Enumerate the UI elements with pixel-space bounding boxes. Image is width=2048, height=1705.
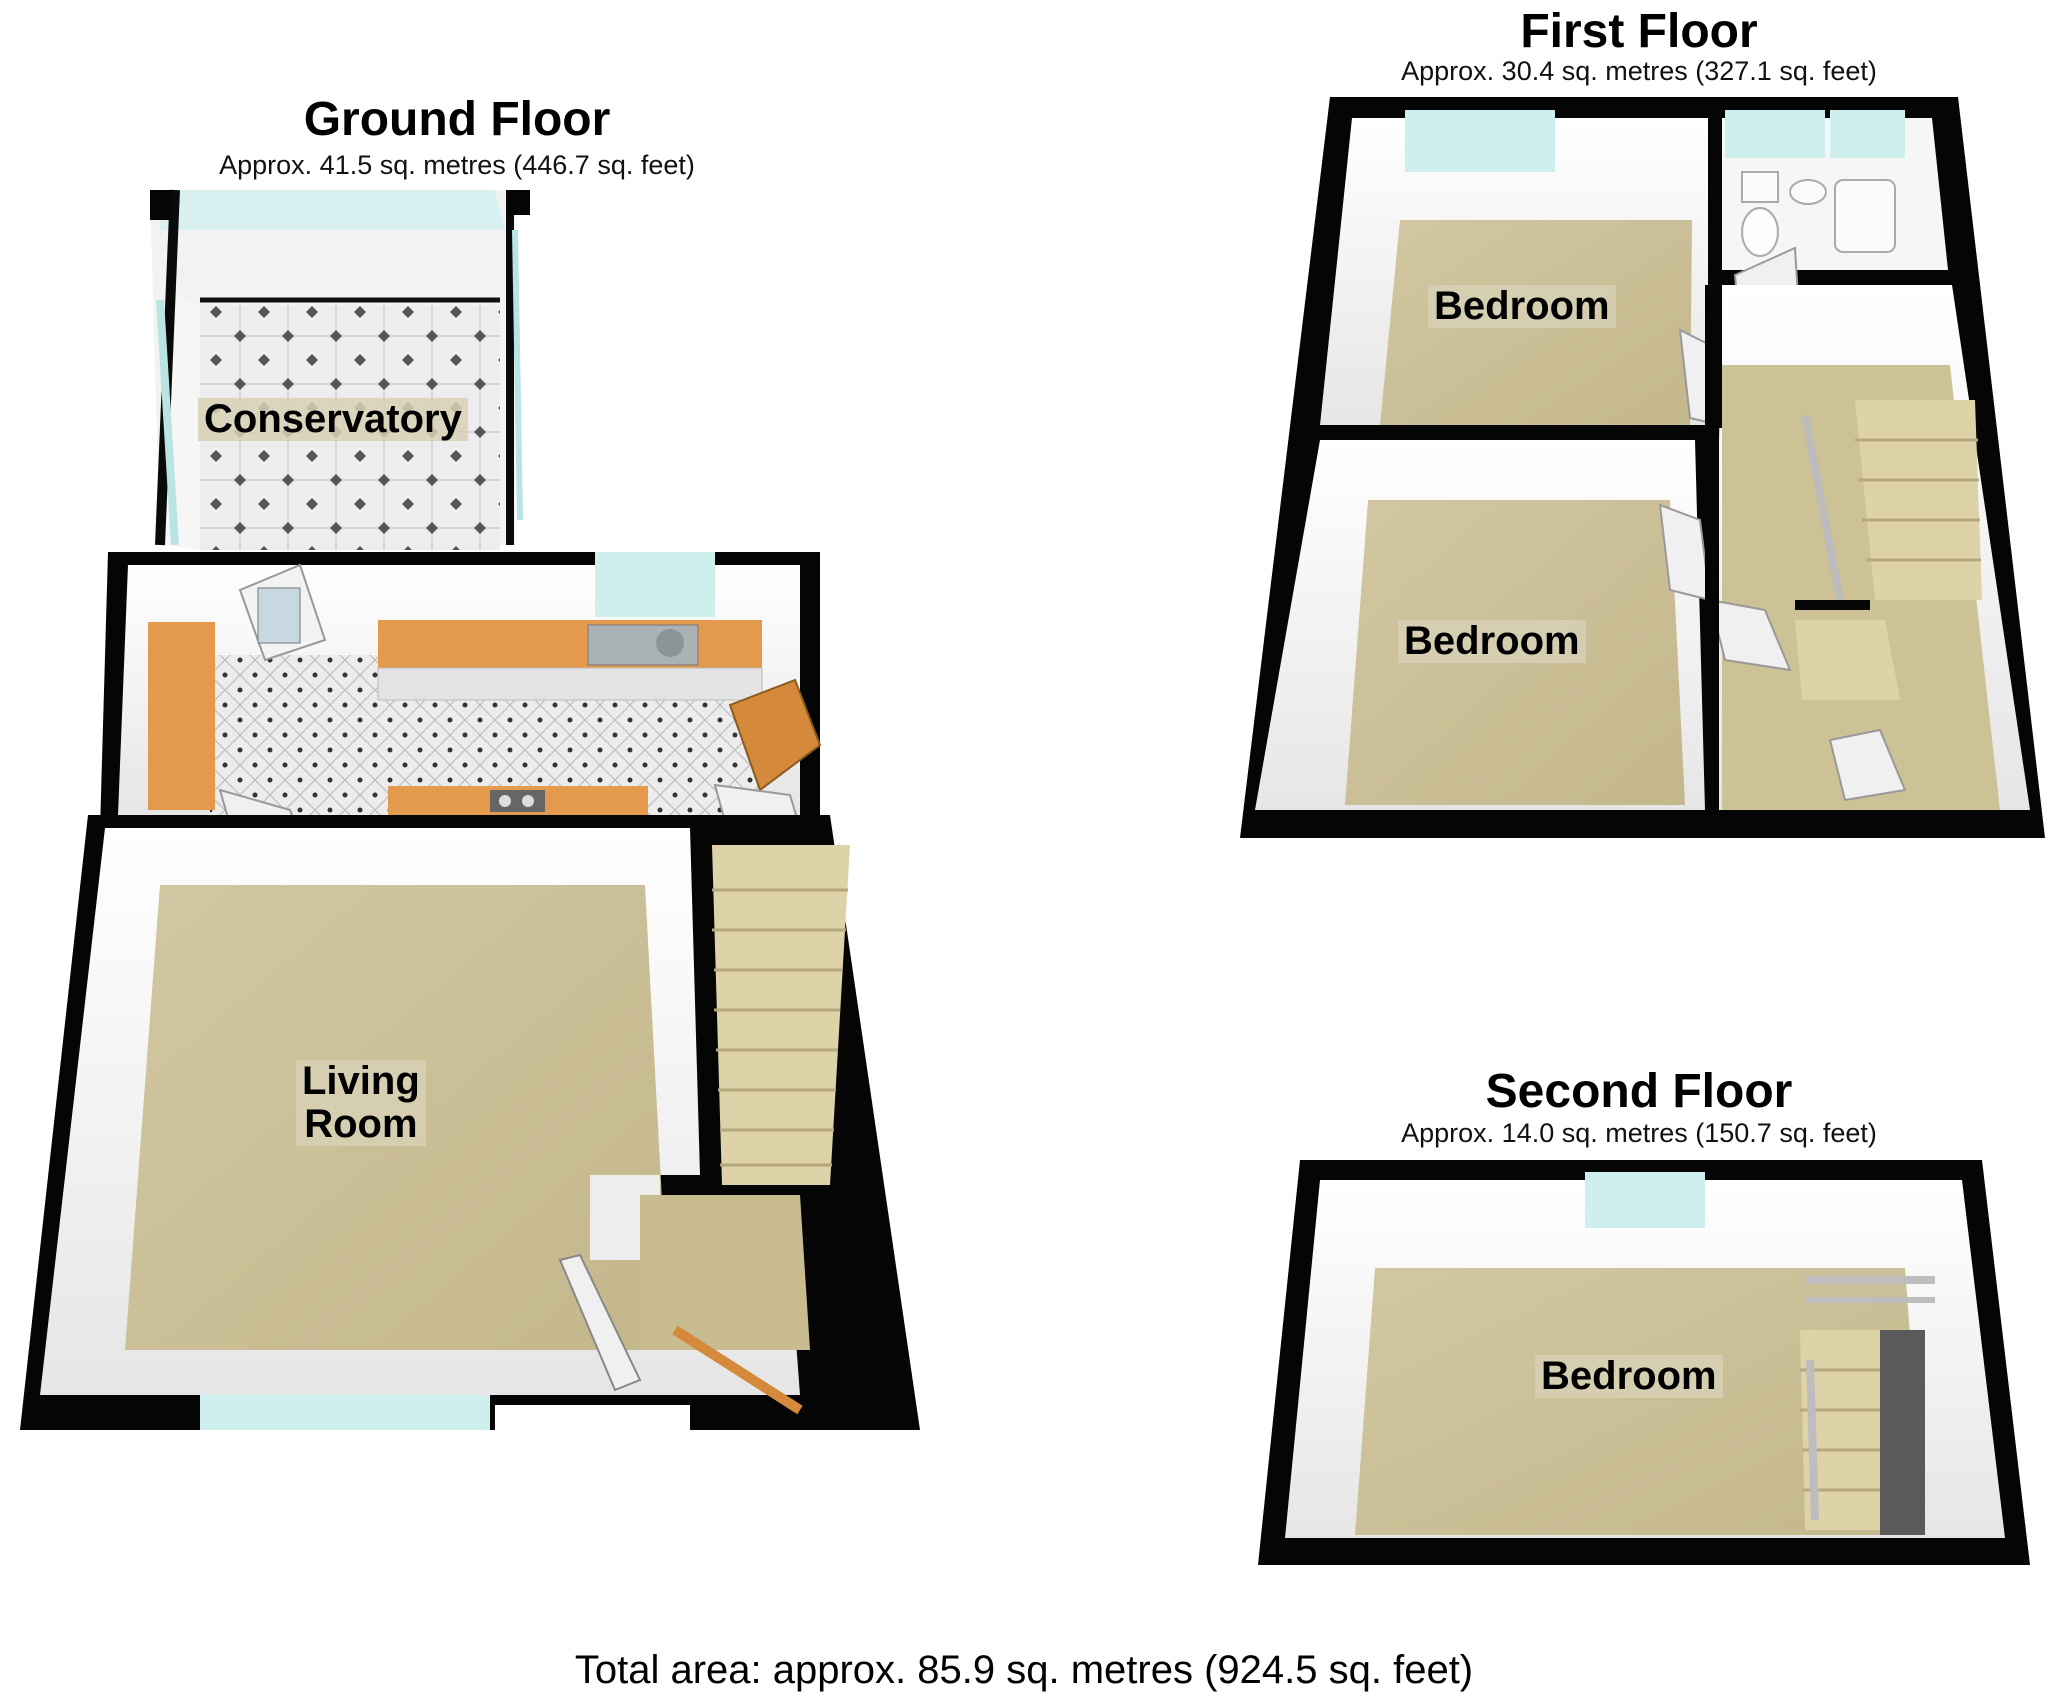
total-area: Total area: approx. 85.9 sq. metres (924…: [574, 1648, 1474, 1692]
ground-floor-area: Approx. 41.5 sq. metres (446.7 sq. feet): [219, 150, 695, 180]
conservatory-room: [150, 189, 530, 550]
first-floor-title: First Floor: [1520, 5, 1758, 58]
second-floor-bedroom-label: Bedroom: [1535, 1354, 1723, 1399]
first-floor-bedroom-a: [1320, 110, 1722, 427]
first-floor-bedroom-a-label: Bedroom: [1428, 284, 1616, 329]
conservatory-label: Conservatory: [198, 397, 468, 442]
second-floor-area: Approx. 14.0 sq. metres (150.7 sq. feet): [1401, 1118, 1877, 1148]
ground-floor-plan: [20, 189, 920, 1430]
living-room-label-line1: Living: [302, 1059, 420, 1103]
ground-floor-title: Ground Floor: [303, 93, 611, 146]
kitchen-room: [100, 552, 822, 882]
first-floor-area: Approx. 30.4 sq. metres (327.1 sq. feet): [1401, 56, 1877, 86]
first-floor-plan: [1240, 97, 2045, 838]
living-room-label-line2: Room: [304, 1102, 418, 1147]
living-room: [20, 815, 920, 1430]
living-room-label: Living Room: [296, 1059, 426, 1147]
second-floor-title: Second Floor: [1485, 1065, 1793, 1118]
first-floor-bedroom-b-label: Bedroom: [1398, 619, 1586, 664]
first-floor-landing: [1705, 285, 2030, 815]
